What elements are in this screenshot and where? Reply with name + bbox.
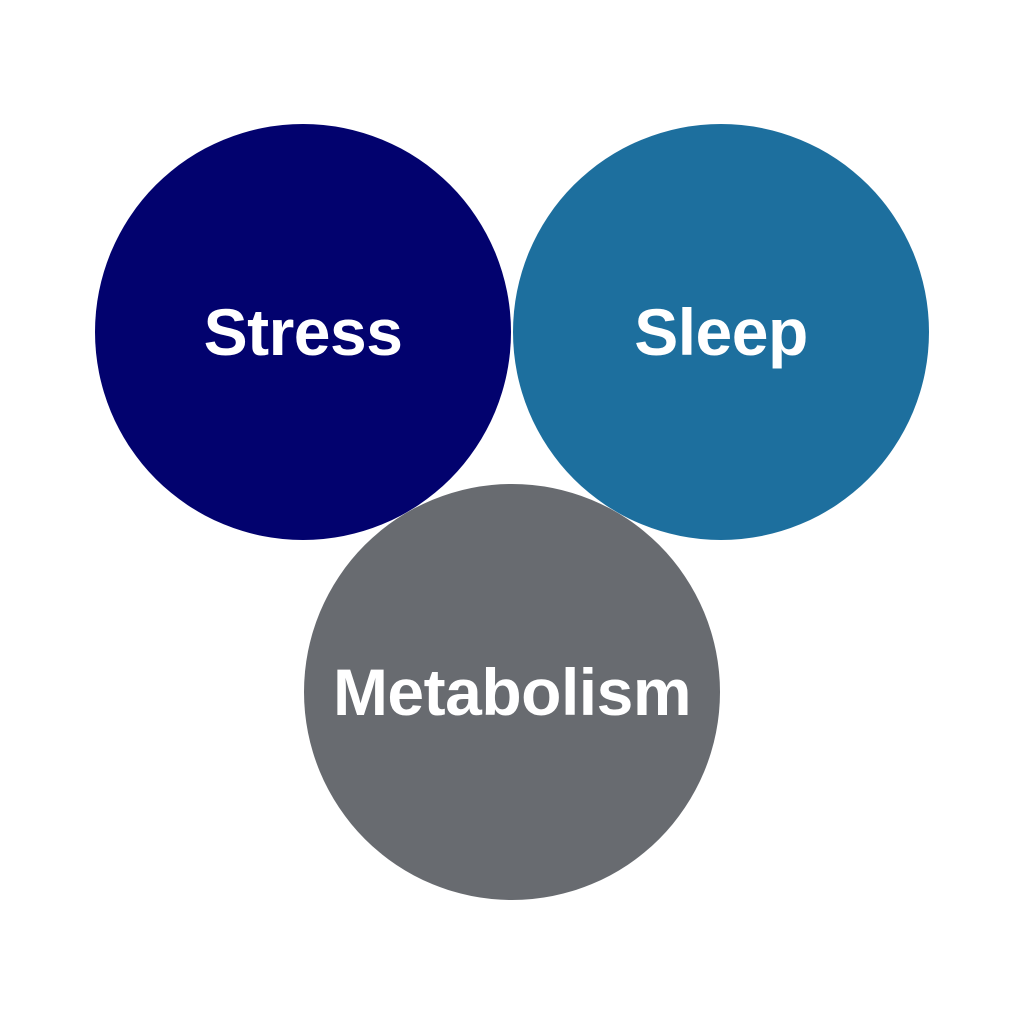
metabolism-circle: Metabolism: [304, 484, 720, 900]
sleep-circle: Sleep: [513, 124, 929, 540]
metabolism-label: Metabolism: [332, 655, 692, 729]
stress-circle: Stress: [95, 124, 511, 540]
stress-label: Stress: [203, 295, 403, 369]
sleep-label: Sleep: [634, 295, 808, 369]
